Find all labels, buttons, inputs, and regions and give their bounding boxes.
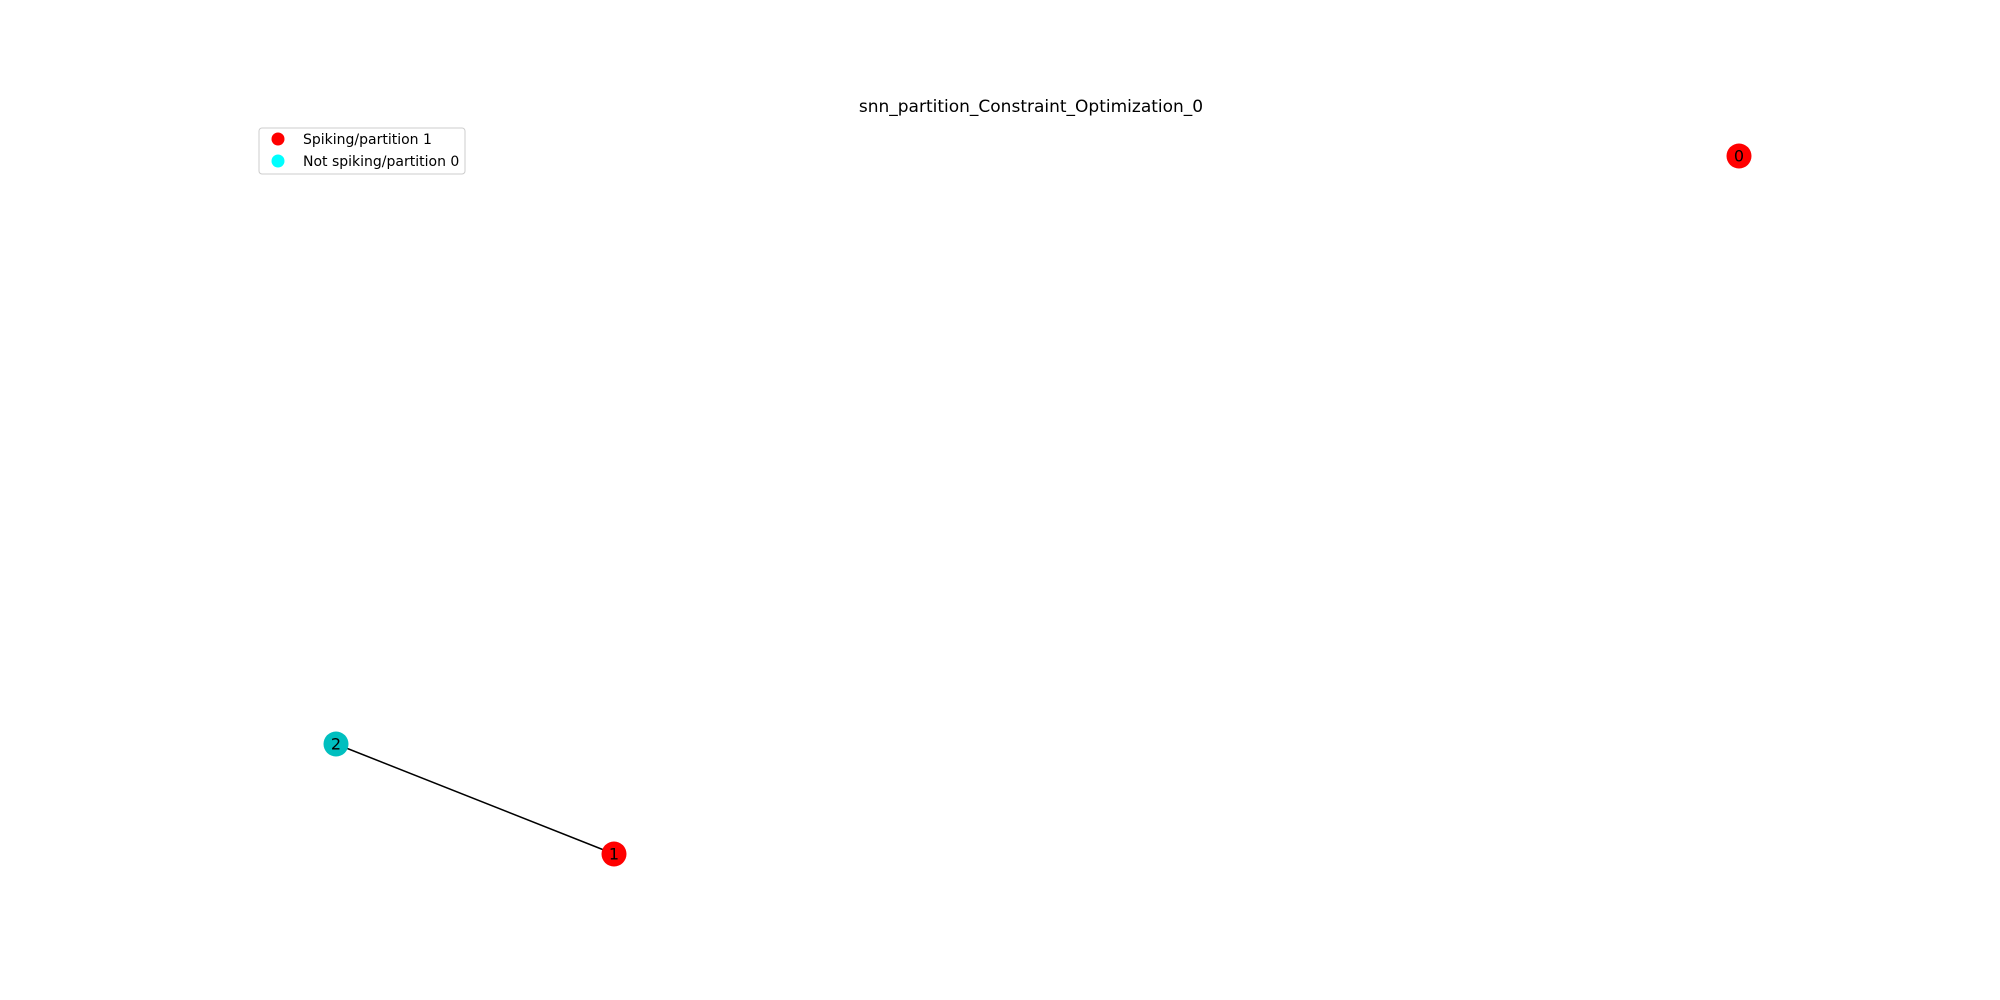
legend: Spiking/partition 1 Not spiking/partitio… <box>258 127 466 175</box>
edge-layer <box>335 743 615 855</box>
graph-node-1 <box>601 841 627 867</box>
legend-frame <box>258 127 466 175</box>
figure-title: snn_partition_Constraint_Optimization_0 <box>859 97 1203 117</box>
graph-node-2 <box>323 731 349 757</box>
legend-marker-not-spiking <box>271 154 285 168</box>
legend-marker-spiking <box>271 132 285 146</box>
legend-label-not-spiking: Not spiking/partition 0 <box>303 154 459 170</box>
graph-node-0 <box>1726 143 1752 169</box>
graph-node-label-0: 0 <box>1734 147 1744 166</box>
edge-2-1 <box>335 743 615 855</box>
legend-label-spiking: Spiking/partition 1 <box>303 132 432 148</box>
node-layer: 0 1 2 <box>323 143 1752 867</box>
graph-node-label-2: 2 <box>331 735 341 754</box>
graph-node-label-1: 1 <box>609 845 619 864</box>
